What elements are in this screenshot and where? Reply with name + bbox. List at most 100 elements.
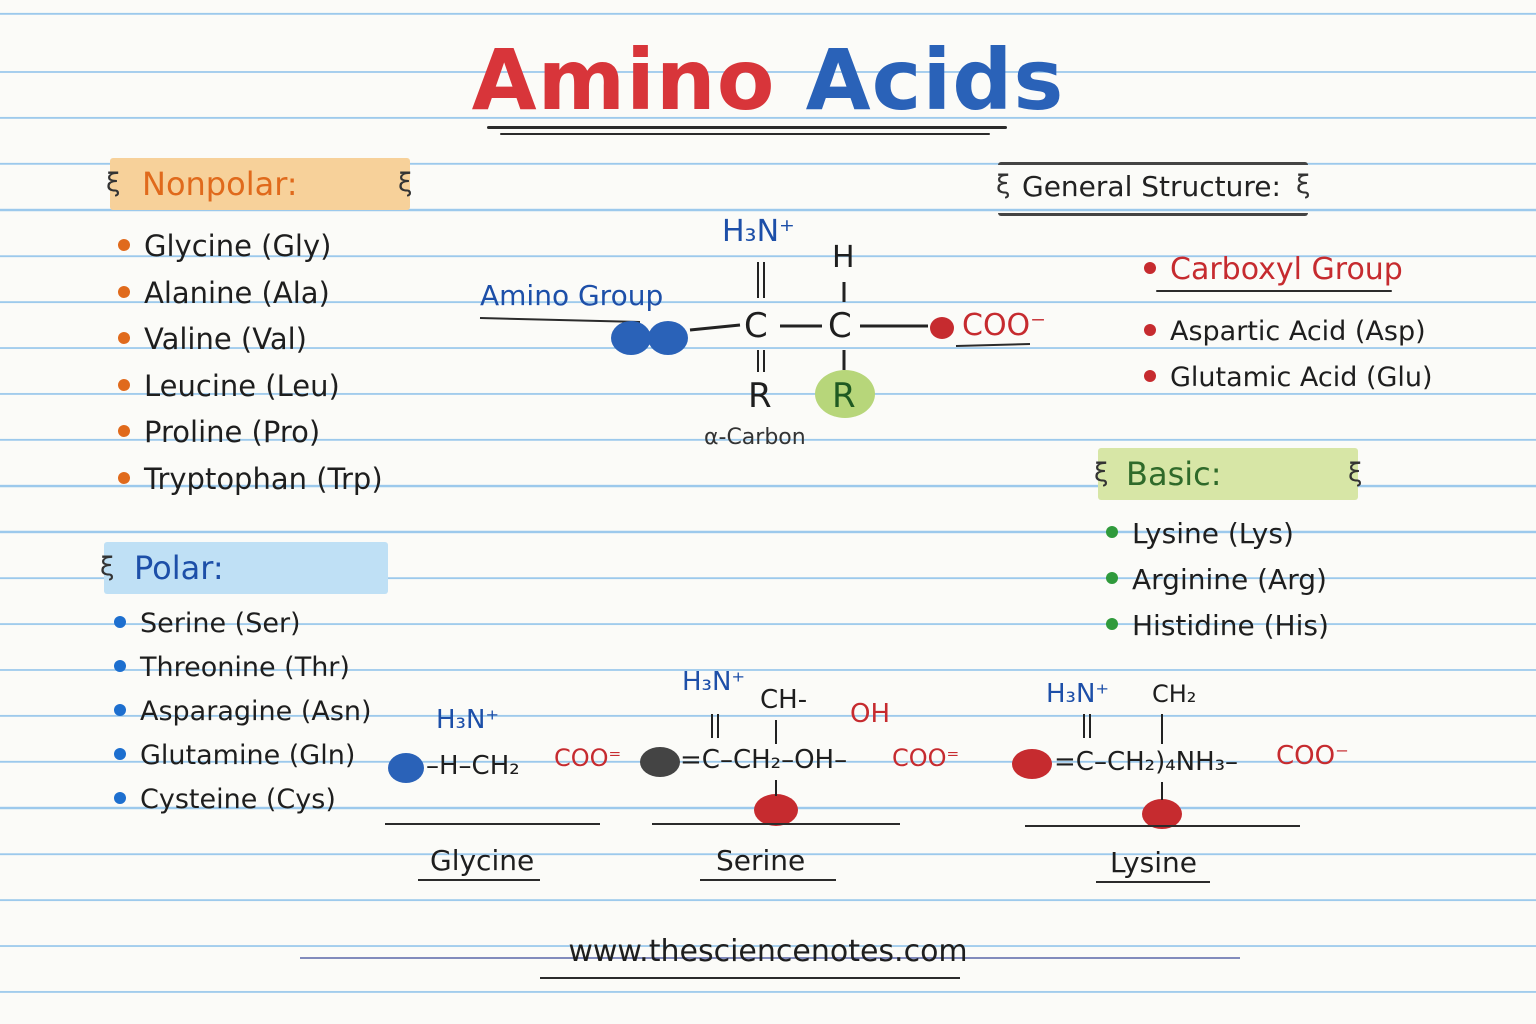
list-item-label: Leucine (Leu) <box>144 368 340 403</box>
bullet-dot <box>114 791 126 804</box>
coo-underline <box>955 343 1031 347</box>
serine-label: Serine <box>716 844 806 877</box>
general-structure-header: General Structure: <box>1022 170 1281 203</box>
hydrogen-label: H <box>832 240 855 275</box>
list-item: Glutamic Acid (Glu) <box>1144 360 1433 396</box>
list-item-label: Glycine (Gly) <box>144 229 332 263</box>
serine-chain: =C–CH₂–OH– <box>680 745 848 775</box>
list-item: Histidine (His) <box>1106 608 1329 644</box>
glycine-label: Glycine <box>430 844 535 877</box>
list-item: Cysteine (Cys) <box>114 782 336 818</box>
list-item-label: Histidine (His) <box>1132 609 1329 642</box>
blue-atom-2 <box>648 321 688 355</box>
zigzag-right-icon: ξ <box>1348 458 1363 488</box>
title-word-amino: Amino <box>471 31 776 129</box>
zigzag-left-icon: ξ <box>996 170 1011 200</box>
list-item-label: Threonine (Thr) <box>140 652 350 683</box>
bullet-dot <box>118 239 130 251</box>
carboxyl-underline <box>1156 290 1392 292</box>
list-item: Threonine (Thr) <box>114 650 350 686</box>
r-group-highlight <box>815 370 875 418</box>
amino-group-label: Amino Group <box>480 279 664 312</box>
bullet-dot <box>114 747 126 760</box>
bullet-dot <box>118 425 130 437</box>
alpha-carbon-c: C <box>744 306 768 346</box>
list-item-label: Serine (Ser) <box>140 608 301 639</box>
bullet-dot <box>118 378 130 391</box>
carboxyl-group-label: Carboxyl Group <box>1170 252 1403 287</box>
serine-oh: OH <box>850 699 891 729</box>
coo-label: COO⁻ <box>962 308 1047 343</box>
lysine-side-atom <box>1142 799 1182 829</box>
amino-group-underline <box>479 317 641 323</box>
lysine-label: Lysine <box>1110 846 1197 879</box>
list-item: Glutamine (Gln) <box>114 738 355 774</box>
list-item: Proline (Pro) <box>118 414 320 450</box>
list-item: Lysine (Lys) <box>1106 516 1294 552</box>
list-item-label: Tryptophan (Trp) <box>144 461 383 496</box>
general-structure-header-box <box>998 162 1308 216</box>
carboxyl-group-header: Carboxyl Group <box>1144 252 1403 288</box>
zigzag-right-icon: ξ <box>398 168 413 198</box>
list-item: Alanine (Ala) <box>118 275 330 311</box>
list-item: Aspartic Acid (Asp) <box>1144 314 1426 350</box>
zigzag-left-icon: ξ <box>106 168 121 198</box>
list-item: Arginine (Arg) <box>1106 562 1327 598</box>
polar-header-box <box>104 542 388 594</box>
bullet-dot <box>118 285 130 298</box>
nonpolar-header-box <box>110 158 410 210</box>
page-title: Amino Acids <box>0 30 1536 130</box>
bond <box>689 323 741 332</box>
lysine-coo: COO⁻ <box>1276 741 1349 771</box>
serine-coo: COO⁼ <box>892 744 960 772</box>
title-underline-2 <box>500 133 990 135</box>
list-item: Leucine (Leu) <box>118 368 340 404</box>
r-label-right: R <box>832 376 856 416</box>
list-item: Valine (Val) <box>118 321 307 357</box>
glycine-chain: –H–CH₂ <box>426 751 520 781</box>
list-item-label: Alanine (Ala) <box>144 275 330 310</box>
list-item-label: Glutamic Acid (Glu) <box>1170 362 1433 393</box>
bullet-dot <box>1144 323 1156 336</box>
blue-atom-1 <box>611 321 651 355</box>
bullet-dot <box>114 615 126 628</box>
serine-h3n: H₃N⁺ <box>682 667 746 697</box>
lysine-h3n: H₃N⁺ <box>1046 679 1110 709</box>
lysine-atom <box>1012 749 1052 779</box>
list-item-label: Glutamine (Gln) <box>140 740 356 771</box>
list-item: Glycine (Gly) <box>118 228 331 264</box>
list-item-label: Aspartic Acid (Asp) <box>1170 316 1426 347</box>
bullet-dot <box>114 703 126 716</box>
footer-website: www.thesciencenotes.com <box>568 934 968 969</box>
basic-header-box <box>1098 448 1358 500</box>
glycine-h3n: H₃N⁺ <box>436 705 500 735</box>
bullet-dot <box>1144 261 1156 274</box>
bullet-dot <box>1144 369 1156 382</box>
bullet-dot <box>118 471 130 484</box>
zigzag-left-icon: ξ <box>100 552 115 582</box>
glycine-atom <box>388 753 424 783</box>
alpha-carbon-label: α-Carbon <box>704 425 806 450</box>
r-label-left: R <box>748 376 772 416</box>
list-item-label: Proline (Pro) <box>144 415 321 449</box>
serine-side-atom <box>754 794 798 826</box>
bullet-dot <box>1106 618 1118 630</box>
lysine-top: CH₂ <box>1152 680 1197 708</box>
list-item-label: Cysteine (Cys) <box>140 784 336 815</box>
list-item: Asparagine (Asn) <box>114 694 372 730</box>
serine-atom <box>640 747 680 777</box>
polar-header: Polar: <box>134 549 224 587</box>
nonpolar-header: Nonpolar: <box>142 165 298 203</box>
zigzag-right-icon: ξ <box>1296 170 1311 200</box>
lysine-chain: =C–CH₂)₄NH₃– <box>1054 747 1239 777</box>
list-item-label: Lysine (Lys) <box>1132 517 1294 550</box>
red-atom <box>930 317 954 339</box>
bullet-dot <box>118 332 130 344</box>
list-item: Serine (Ser) <box>114 606 301 642</box>
bullet-dot <box>114 659 126 672</box>
list-item-label: Asparagine (Asn) <box>140 696 372 727</box>
glycine-coo: COO⁼ <box>554 744 622 772</box>
bullet-dot <box>1106 526 1118 538</box>
h3n-label: H₃N⁺ <box>722 214 795 249</box>
basic-header: Basic: <box>1126 455 1222 493</box>
